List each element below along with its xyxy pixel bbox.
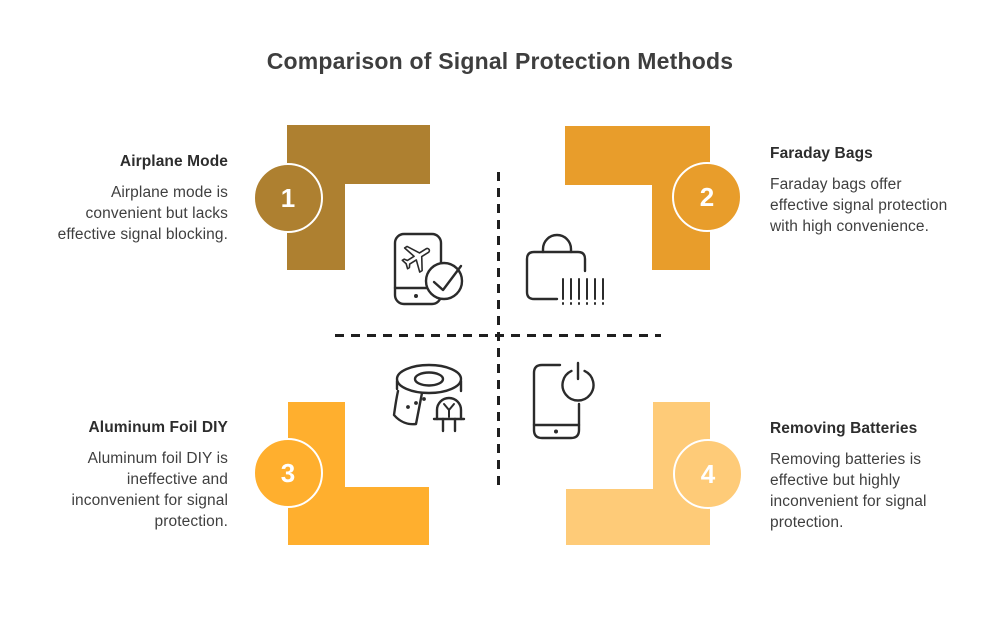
quadrant-3-heading: Aluminum Foil DIY bbox=[88, 419, 228, 436]
foil-sheet bbox=[394, 391, 422, 424]
faraday-bag-barcode-icon bbox=[517, 222, 607, 312]
quadrant-3-text-block: Aluminum Foil DIY Aluminum foil DIY is i… bbox=[43, 419, 228, 532]
quadrant-4-description: Removing batteries is effective but high… bbox=[770, 451, 927, 531]
divider-vertical-dashed-line bbox=[497, 172, 500, 490]
quadrant-4-heading: Removing Batteries bbox=[770, 420, 918, 437]
foil-roll-outer bbox=[397, 365, 461, 393]
quadrant-2-heading: Faraday Bags bbox=[770, 145, 873, 162]
quadrant-1-text-block: Airplane Mode Airplane mode is convenien… bbox=[36, 153, 228, 245]
page-title: Comparison of Signal Protection Methods bbox=[266, 48, 734, 74]
quadrant-2-text-block: Faraday Bags Faraday bags offer effectiv… bbox=[770, 145, 948, 237]
divider-horizontal-dashed-line bbox=[335, 334, 661, 337]
airplane-glyph bbox=[397, 237, 436, 276]
barcode-lines bbox=[563, 279, 603, 304]
quadrant-3-description: Aluminum foil DIY is ineffective and inc… bbox=[71, 450, 228, 530]
phone-power-off-icon bbox=[528, 350, 608, 450]
quadrant-1-heading: Airplane Mode bbox=[119, 153, 228, 170]
led-component bbox=[434, 398, 464, 431]
quadrant-4-number-badge: 4 bbox=[673, 439, 743, 509]
check-mark bbox=[434, 266, 461, 290]
check-circle bbox=[426, 263, 462, 299]
foil-roll-inner bbox=[415, 373, 443, 386]
quadrant-3-number-badge: 3 bbox=[253, 438, 323, 508]
power-symbol bbox=[563, 363, 594, 400]
quadrant-2-number-badge: 2 bbox=[672, 162, 742, 232]
quadrant-4-text-block: Removing Batteries Removing batteries is… bbox=[770, 420, 956, 533]
quadrant-1-number-badge: 1 bbox=[253, 163, 323, 233]
phone-airplane-check-icon bbox=[386, 220, 474, 312]
quadrant-1-description: Airplane mode is convenient but lacks ef… bbox=[57, 184, 228, 243]
foil-roll-led-icon bbox=[381, 355, 476, 445]
bag-outline bbox=[527, 252, 585, 299]
bag-handle bbox=[543, 235, 571, 252]
phone-outline bbox=[534, 365, 579, 438]
quadrant-2-description: Faraday bags offer effective signal prot… bbox=[770, 176, 948, 235]
